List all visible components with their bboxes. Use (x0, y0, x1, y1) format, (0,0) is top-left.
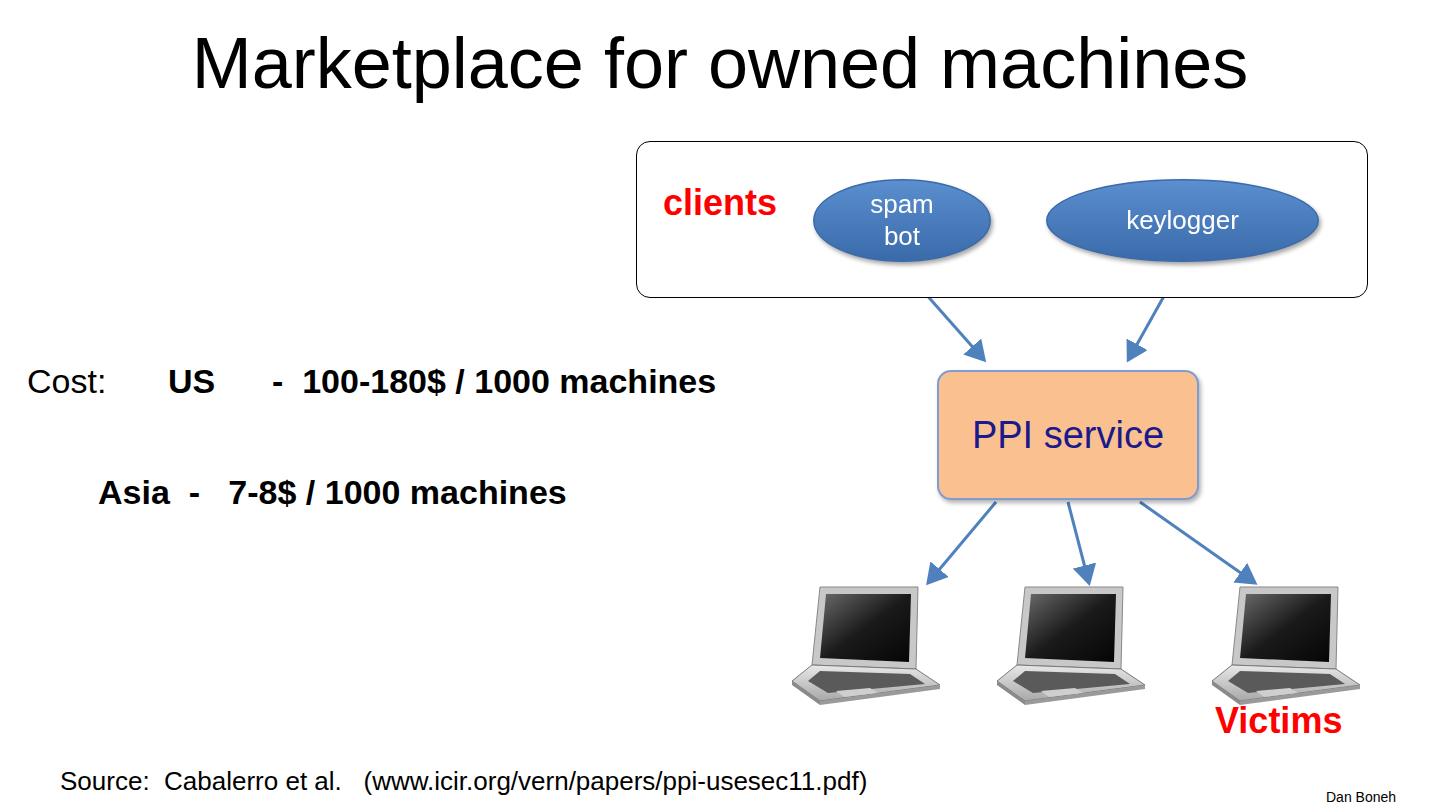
infection-arrow (1140, 502, 1255, 583)
region-name: US (168, 362, 215, 401)
group-heading: clients (663, 182, 777, 224)
client-ellipse: spam bot (812, 178, 992, 263)
victim-laptop (1212, 587, 1360, 705)
infection-arrow (1068, 502, 1089, 583)
author-mark: Dan Boneh (1326, 789, 1396, 805)
victims-label: Victims (1215, 700, 1342, 742)
slide-title: Marketplace for owned machines (0, 22, 1440, 104)
cost-heading: Cost: (27, 362, 106, 401)
service-label: PPI service (972, 414, 1164, 457)
price-note: - 100-180$ / 1000 machines (272, 362, 716, 401)
client-label: keylogger (1126, 205, 1239, 236)
client-label: spam bot (852, 189, 953, 251)
service-box: PPI service (937, 370, 1199, 500)
victim-laptop (792, 587, 940, 705)
infection-arrow (928, 502, 996, 583)
client-ellipse: keylogger (1044, 178, 1321, 263)
victim-laptop (997, 587, 1145, 705)
client-group: clients spam bot keylogger (636, 141, 1368, 298)
source-note: Source: Cabalerro et al. (www.icir.org/v… (60, 766, 867, 797)
price-note: Asia - 7-8$ / 1000 machines (98, 473, 567, 512)
